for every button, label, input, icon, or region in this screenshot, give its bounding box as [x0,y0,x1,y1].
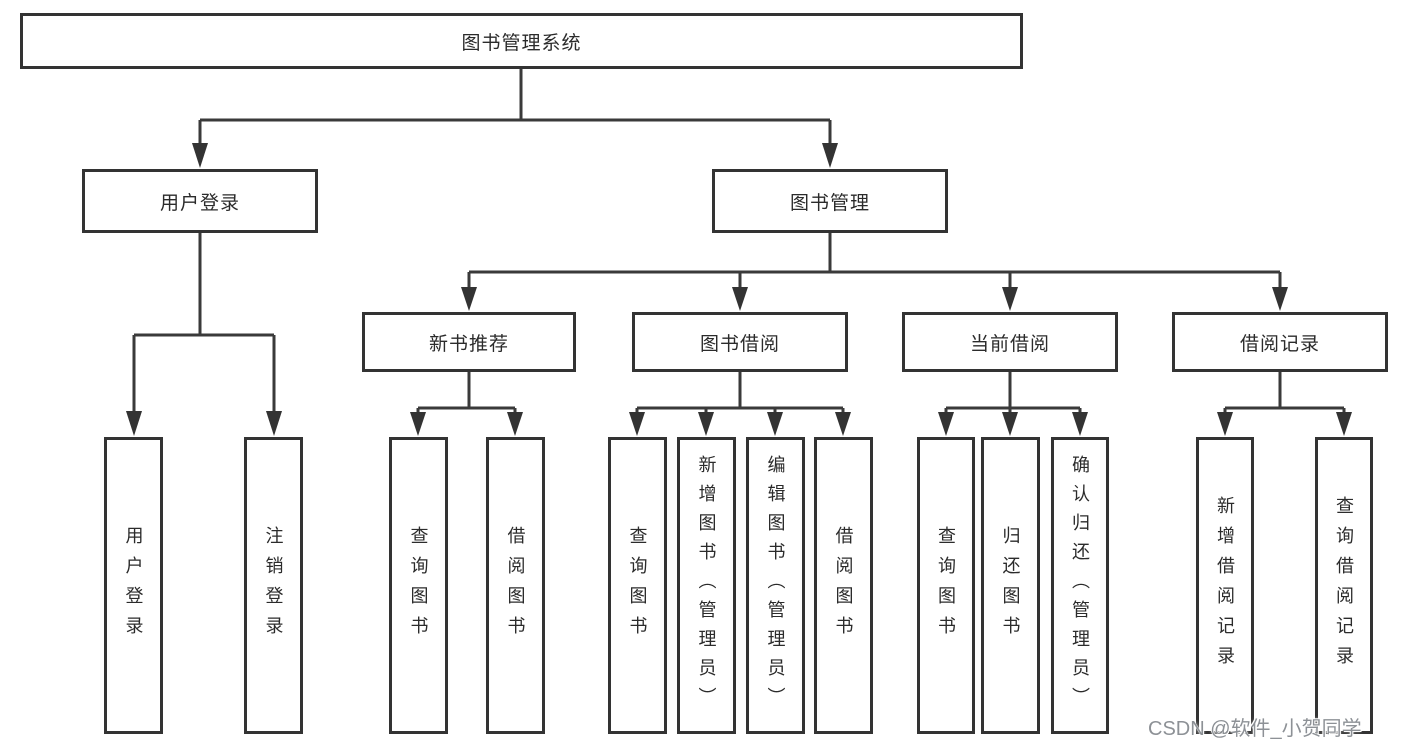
connector-records-to-leaves [1223,372,1346,416]
node-book-management-label: 图书管理 [789,192,870,214]
node-book-management: 图书管理 [712,169,948,233]
node-borrowing-records-label: 借阅记录 [1239,333,1320,355]
leaf-edit-books-admin: 编辑图书（管理员） [746,437,805,734]
leaf-add-borrow-record: 新增借阅记录 [1196,437,1254,734]
node-new-book-recommend: 新书推荐 [362,312,576,372]
leaf-query-books-1: 查询图书 [389,437,448,734]
node-root-library-management-system: 图书管理系统 [20,13,1023,69]
csdn-watermark: CSDN @软件_小贺同学 [1148,718,1362,740]
node-user-login-label: 用户登录 [159,192,240,214]
leaf-return-books: 归还图书 [981,437,1040,734]
leaf-add-books-admin-label: 新增图书（管理员） [696,455,717,716]
leaf-return-books-label: 归还图书 [1000,525,1021,646]
node-book-borrowing: 图书借阅 [632,312,848,372]
leaf-logout-label: 注销登录 [263,525,284,646]
leaf-query-books-2-label: 查询图书 [627,525,648,646]
node-borrowing-records: 借阅记录 [1172,312,1388,372]
connector-root-to-level2 [198,69,832,146]
leaf-user-login: 用户登录 [104,437,163,734]
leaf-query-borrow-record-label: 查询借阅记录 [1334,495,1354,676]
connector-newbooks-to-leaves [416,372,517,416]
leaf-borrow-books-1-label: 借阅图书 [505,525,526,646]
leaf-borrow-books-2-label: 借阅图书 [833,525,854,646]
connector-borrow-to-leaves [635,372,845,416]
leaf-confirm-return-admin-label: 确认归还（管理员） [1070,455,1090,716]
leaf-add-books-admin: 新增图书（管理员） [677,437,736,734]
leaf-logout: 注销登录 [244,437,303,734]
connector-bookmgmt-to-level3 [467,233,1282,290]
leaf-add-borrow-record-label: 新增借阅记录 [1215,495,1235,676]
leaf-user-login-label: 用户登录 [123,525,144,646]
leaf-borrow-books-1: 借阅图书 [486,437,545,734]
leaf-query-books-1-label: 查询图书 [408,525,429,646]
node-current-borrowing: 当前借阅 [902,312,1118,372]
connector-userlogin-to-leaves [132,233,276,414]
leaf-query-books-3: 查询图书 [917,437,975,734]
leaf-borrow-books-2: 借阅图书 [814,437,873,734]
leaf-confirm-return-admin: 确认归还（管理员） [1051,437,1109,734]
leaf-query-books-2: 查询图书 [608,437,667,734]
node-current-borrowing-label: 当前借阅 [969,333,1050,355]
leaf-edit-books-admin-label: 编辑图书（管理员） [765,455,786,716]
node-book-borrowing-label: 图书借阅 [699,333,780,355]
node-root-label: 图书管理系统 [461,32,582,54]
node-user-login: 用户登录 [82,169,318,233]
connector-current-to-leaves [944,372,1082,416]
leaf-query-books-3-label: 查询图书 [936,525,956,646]
leaf-query-borrow-record: 查询借阅记录 [1315,437,1373,734]
node-new-book-recommend-label: 新书推荐 [428,333,509,355]
